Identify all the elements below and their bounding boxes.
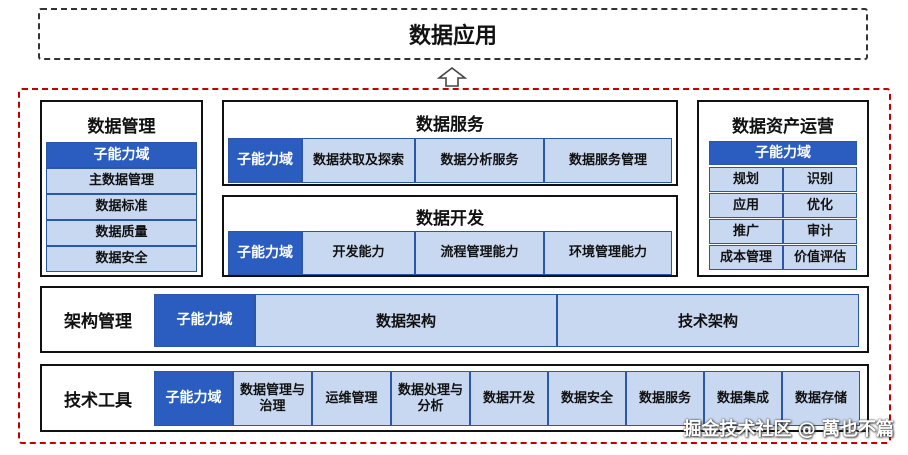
capability-frame bbox=[18, 88, 891, 444]
architecture-label: 架构管理 bbox=[64, 312, 132, 332]
tech-tools-label: 技术工具 bbox=[64, 390, 132, 411]
tech-tools-item: 数据管理与治理 bbox=[233, 371, 312, 426]
data-application-title: 数据应用 bbox=[408, 24, 497, 49]
data-development-item: 开发能力 bbox=[302, 231, 415, 275]
asset-operation-header: 子能力域 bbox=[709, 141, 857, 165]
architecture-item: 数据架构 bbox=[255, 294, 557, 347]
tech-tools-item: 数据开发 bbox=[470, 371, 548, 426]
data-management-header: 子能力域 bbox=[46, 142, 197, 168]
asset-operation-item: 推广 bbox=[709, 219, 783, 244]
asset-operation-item: 规划 bbox=[709, 167, 783, 192]
asset-operation-item: 识别 bbox=[783, 167, 857, 192]
architecture-header: 子能力域 bbox=[154, 294, 255, 347]
data-development-header: 子能力域 bbox=[228, 231, 302, 275]
tech-tools-item: 运维管理 bbox=[312, 371, 391, 426]
tech-tools-panel: 技术工具 子能力域 数据管理与治理 运维管理 数据处理与分析 数据开发 数据安全… bbox=[40, 364, 869, 432]
asset-operation-panel: 数据资产运营 子能力域 规划 识别 应用 优化 推广 审计 成本管理 价值评估 bbox=[697, 100, 869, 277]
asset-operation-title: 数据资产运营 bbox=[732, 117, 834, 137]
data-management-panel: 数据管理 子能力域 主数据管理 数据标准 数据质量 数据安全 bbox=[40, 100, 203, 277]
data-development-title: 数据开发 bbox=[416, 209, 484, 229]
asset-operation-item: 优化 bbox=[783, 193, 857, 218]
asset-operation-item: 价值评估 bbox=[783, 245, 857, 270]
data-management-item: 数据质量 bbox=[46, 220, 197, 246]
data-management-item: 数据标准 bbox=[46, 194, 197, 220]
tech-tools-item: 数据安全 bbox=[548, 371, 626, 426]
tech-tools-item: 数据集成 bbox=[704, 371, 782, 426]
data-service-panel: 数据服务 子能力域 数据获取及探索 数据分析服务 数据服务管理 bbox=[222, 100, 678, 186]
data-service-header: 子能力域 bbox=[228, 138, 302, 183]
tech-tools-item: 数据处理与分析 bbox=[391, 371, 470, 426]
data-service-title: 数据服务 bbox=[416, 115, 484, 135]
architecture-item: 技术架构 bbox=[557, 294, 859, 347]
data-development-item: 流程管理能力 bbox=[415, 231, 544, 275]
asset-operation-item: 应用 bbox=[709, 193, 783, 218]
up-arrow-icon bbox=[437, 66, 467, 87]
watermark: 掘金技术社区 @ 萬也不篇 bbox=[683, 419, 894, 440]
data-application-box: 数据应用 bbox=[38, 8, 868, 60]
tech-tools-header: 子能力域 bbox=[154, 371, 233, 426]
data-service-item: 数据分析服务 bbox=[415, 138, 544, 183]
architecture-panel: 架构管理 子能力域 数据架构 技术架构 bbox=[40, 286, 869, 353]
asset-operation-item: 审计 bbox=[783, 219, 857, 244]
data-service-item: 数据服务管理 bbox=[544, 138, 672, 183]
data-development-panel: 数据开发 子能力域 开发能力 流程管理能力 环境管理能力 bbox=[222, 195, 678, 277]
data-development-item: 环境管理能力 bbox=[544, 231, 672, 275]
asset-operation-item: 成本管理 bbox=[709, 245, 783, 270]
data-management-item: 主数据管理 bbox=[46, 168, 197, 194]
data-management-title: 数据管理 bbox=[87, 117, 156, 137]
data-management-item: 数据安全 bbox=[46, 246, 197, 272]
tech-tools-item: 数据存储 bbox=[782, 371, 860, 426]
data-service-item: 数据获取及探索 bbox=[302, 138, 415, 183]
tech-tools-item: 数据服务 bbox=[626, 371, 704, 426]
